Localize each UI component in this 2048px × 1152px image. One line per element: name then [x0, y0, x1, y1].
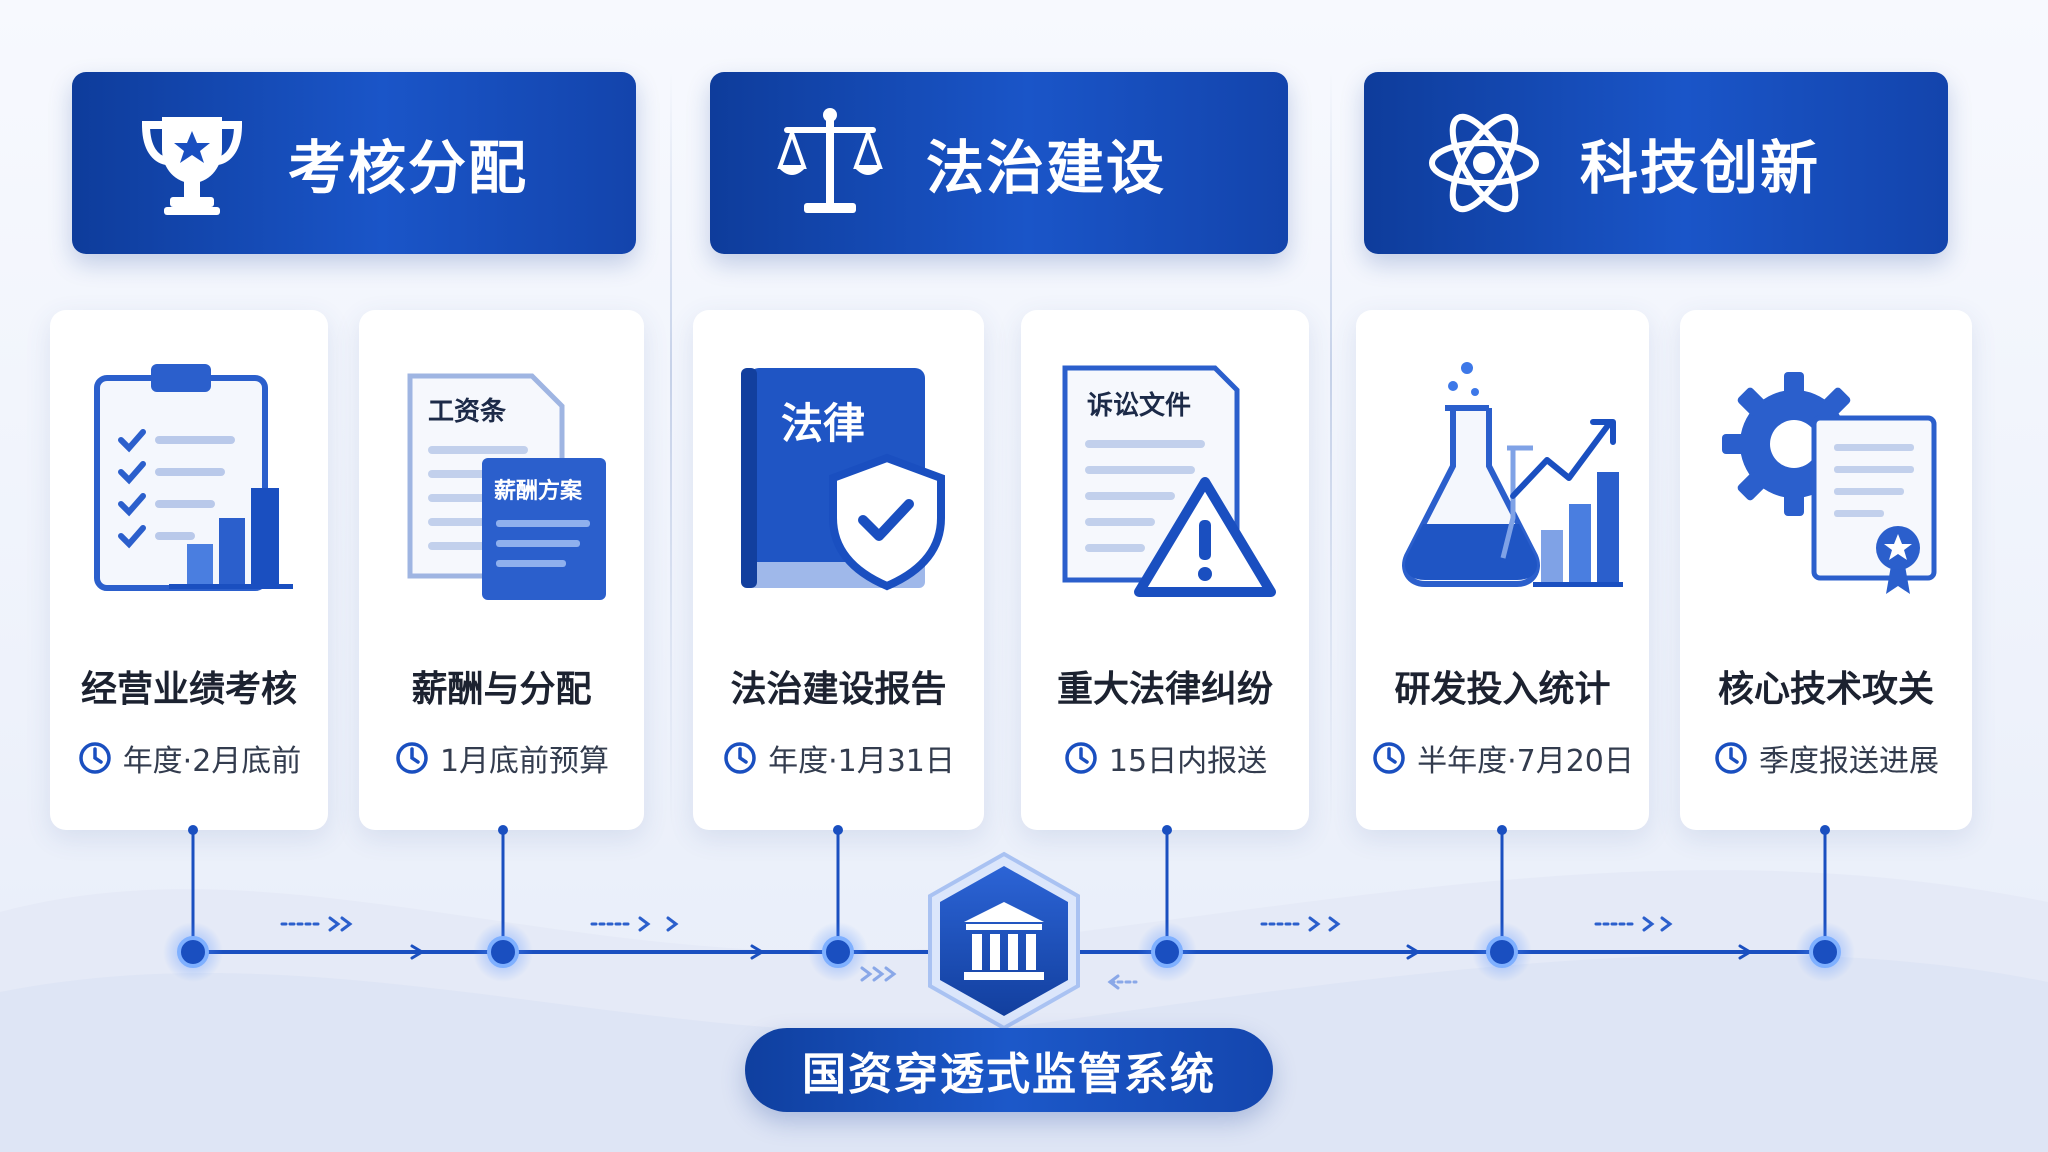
card-deadline-text: 年度·2月底前 — [122, 744, 302, 779]
card-deadline: 季度报送进展 — [1680, 736, 1972, 780]
salary-documents-icon: 工资条 薪酬方案 — [407, 373, 606, 600]
clock-icon — [78, 742, 111, 774]
card-rule-of-law-report: 法律 法治建设报告 年度·1月31日 — [693, 310, 984, 830]
card-performance-assessment: 经营业绩考核 年度·2月底前 — [50, 310, 328, 830]
column-divider — [1330, 70, 1332, 830]
card-major-legal-disputes: 诉讼文件 重大法律纠纷 15日内报送 — [1021, 310, 1309, 830]
card-deadline: 1月底前预算 — [359, 736, 644, 780]
institution-icon — [928, 851, 1080, 1031]
litigation-warning-icon: 诉讼文件 — [1062, 365, 1276, 597]
clock-icon — [1065, 742, 1097, 774]
book-label: 法律 — [781, 399, 865, 448]
doc-label-salary-plan: 薪酬方案 — [494, 478, 583, 504]
law-book-shield-icon: 法律 — [740, 368, 945, 591]
clock-icon — [396, 742, 428, 774]
card-deadline: 年度·1月31日 — [693, 736, 984, 780]
gear-certificate-icon — [1722, 372, 1937, 594]
card-rnd-statistics: 研发投入统计 半年度·7月20日 — [1356, 310, 1649, 830]
clock-icon — [1715, 742, 1747, 774]
clipboard-chart-icon — [94, 364, 293, 591]
card-title: 研发投入统计 — [1394, 669, 1611, 710]
card-deadline: 半年度·7月20日 — [1356, 736, 1649, 780]
banner-title: 法治建设 — [926, 134, 1167, 202]
doc-label-payslip: 工资条 — [428, 397, 507, 427]
card-salary-distribution: 工资条 薪酬方案 薪酬与分配 1月底前预算 — [359, 310, 644, 830]
banner-title: 科技创新 — [1580, 134, 1821, 202]
card-deadline-text: 季度报送进展 — [1759, 744, 1939, 779]
banner-rule-of-law: 法治建设 — [710, 72, 1288, 254]
banner-title: 考核分配 — [288, 134, 529, 202]
clock-icon — [1373, 742, 1405, 774]
card-title: 经营业绩考核 — [80, 669, 297, 710]
card-core-technology: 核心技术攻关 季度报送进展 — [1680, 310, 1972, 830]
card-deadline-text: 15日内报送 — [1108, 744, 1268, 779]
card-deadline-text: 1月底前预算 — [439, 744, 610, 779]
atom-icon — [1429, 113, 1539, 213]
scales-icon — [777, 108, 883, 213]
flask-growth-icon — [1401, 362, 1623, 587]
card-title: 薪酬与分配 — [411, 669, 592, 710]
card-title: 重大法律纠纷 — [1056, 669, 1273, 710]
card-title: 法治建设报告 — [730, 669, 947, 710]
card-title: 核心技术攻关 — [1717, 669, 1934, 710]
card-deadline-text: 半年度·7月20日 — [1417, 744, 1634, 779]
timeline-connector — [163, 825, 1855, 990]
timeline-nodes — [163, 922, 1855, 982]
column-divider — [670, 70, 672, 830]
banner-innovation: 科技创新 — [1364, 72, 1948, 254]
doc-label-litigation: 诉讼文件 — [1087, 390, 1191, 421]
clock-icon — [724, 742, 756, 774]
banner-assessment: 考核分配 — [72, 72, 636, 254]
supervision-system-label: 国资穿透式监管系统 — [745, 1028, 1273, 1112]
card-deadline: 15日内报送 — [1021, 736, 1309, 780]
flow-arrow-hints — [280, 916, 1673, 990]
trophy-icon — [141, 117, 243, 215]
card-deadline-text: 年度·1月31日 — [768, 744, 955, 779]
card-deadline: 年度·2月底前 — [50, 736, 328, 780]
